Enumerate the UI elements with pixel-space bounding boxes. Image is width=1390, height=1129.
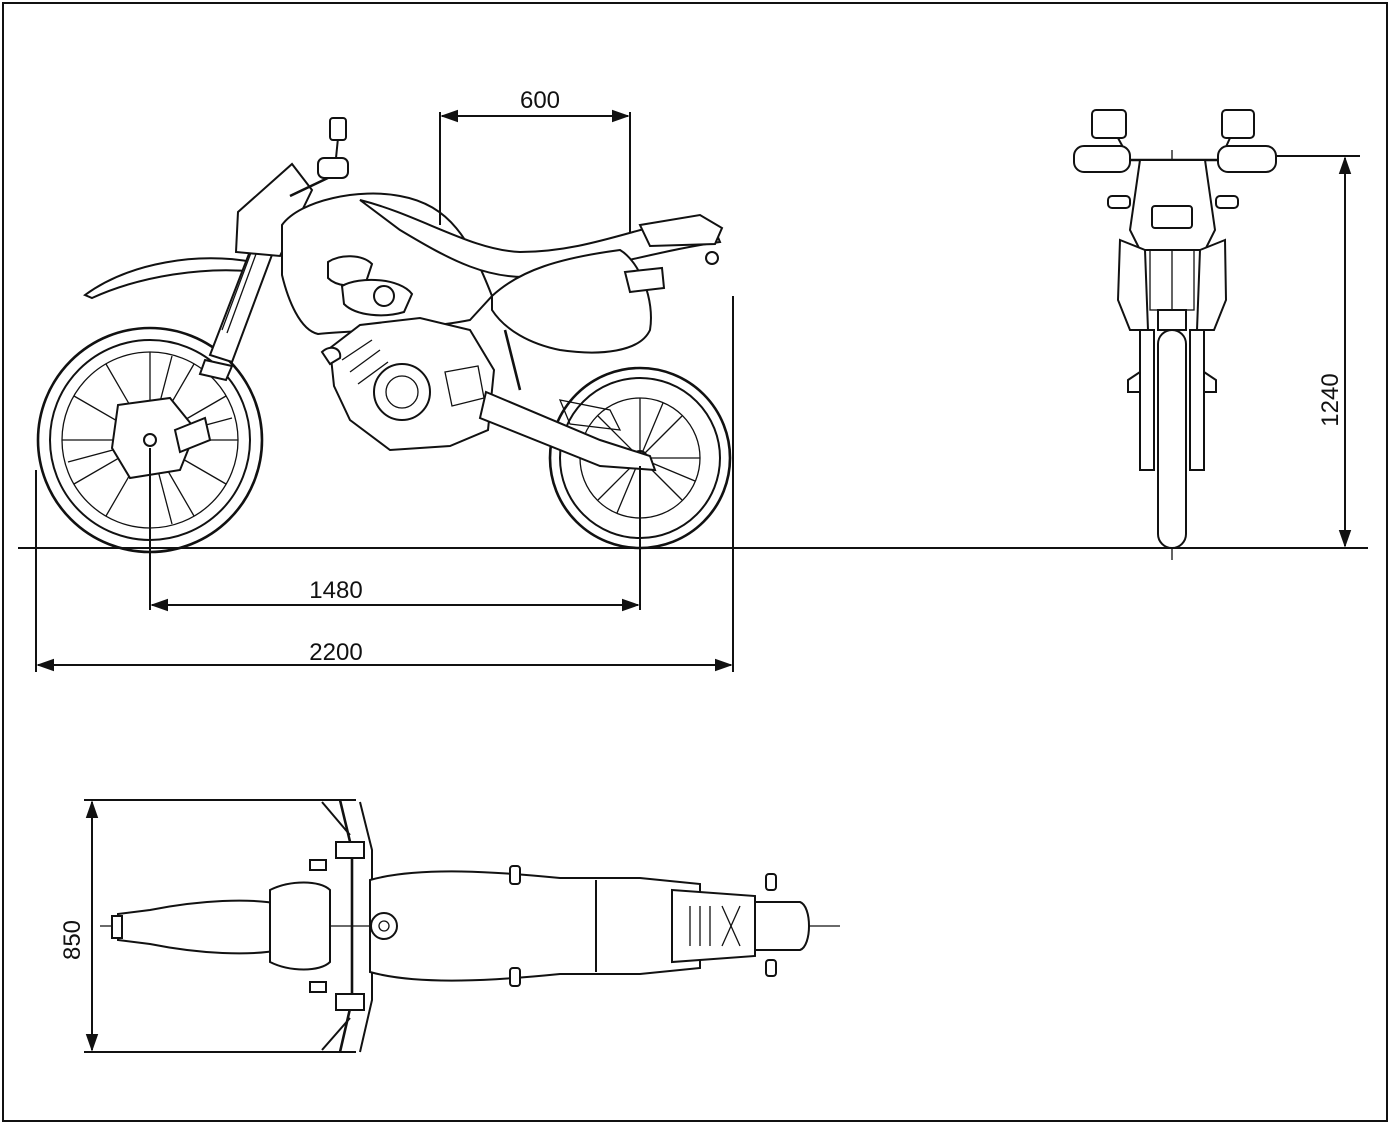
motorcycle-top-view (100, 799, 840, 1053)
dimension-overall-length: 2200 (35, 296, 734, 672)
dimension-overall-height: 1240 (1276, 155, 1360, 548)
motorcycle-front-view (1073, 109, 1277, 560)
rear-shock (503, 329, 522, 391)
right-mirror (1221, 109, 1255, 139)
dimension-seat-length: 600 (439, 87, 631, 232)
swingarm (478, 390, 657, 472)
overall-length-label: 2200 (309, 639, 362, 666)
overall-width-label: 850 (59, 920, 86, 960)
right-fork-leg (1189, 329, 1205, 471)
dimension-overall-width: 850 (59, 799, 356, 1053)
front-mudguard-top (117, 899, 281, 955)
seat-length-label: 600 (520, 87, 560, 114)
headlight-fairing-top (269, 881, 331, 971)
left-mirror (1091, 109, 1127, 139)
handlebar-and-mirror (289, 117, 349, 198)
rear-rack-top (671, 888, 756, 964)
tail-section (638, 213, 724, 248)
overall-height-label: 1240 (1317, 373, 1344, 426)
right-hand-guard (1217, 145, 1277, 173)
engine (320, 316, 496, 452)
headlight (1151, 205, 1193, 229)
rear-side-panel (491, 248, 652, 354)
handlebar-top (338, 799, 354, 1053)
motorcycle-side-view (36, 117, 732, 554)
front-mudguard (82, 257, 260, 300)
tank-and-seat-top (369, 870, 701, 982)
wheelbase-label: 1480 (309, 577, 362, 604)
left-fork-leg (1139, 329, 1155, 471)
tail-light-top (754, 901, 810, 951)
dimension-wheelbase: 1480 (149, 448, 641, 612)
front-tyre (1157, 329, 1187, 549)
left-hand-guard (1073, 145, 1131, 173)
